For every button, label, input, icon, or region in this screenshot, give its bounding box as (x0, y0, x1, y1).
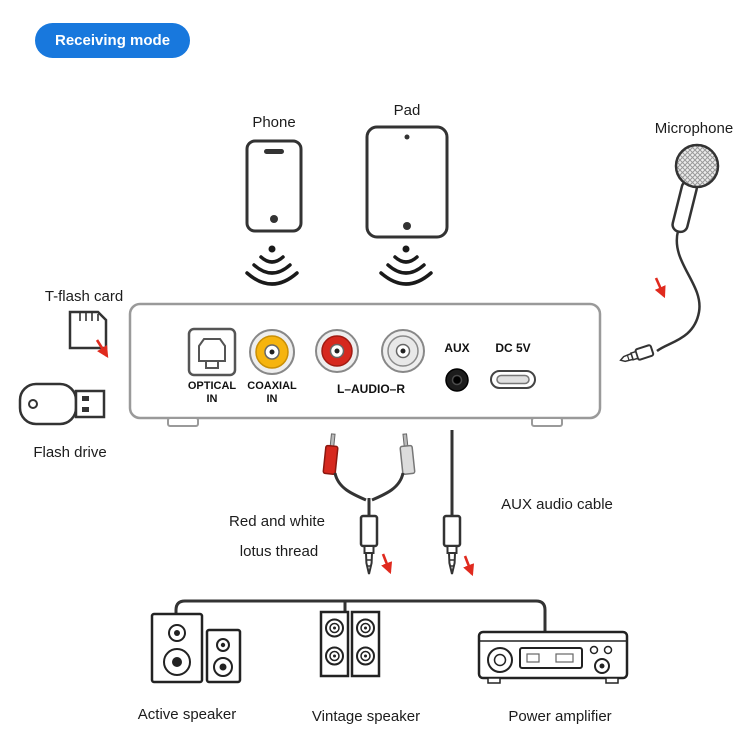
receiving-mode-badge: Receiving mode (35, 23, 191, 58)
power-amplifier-icon (477, 630, 629, 684)
optical-port-label-line2: IN (206, 393, 218, 405)
receiver-foot-left (167, 417, 199, 427)
receiver-box (128, 302, 602, 427)
microphone-plug-arrow-icon (654, 277, 666, 299)
rca-cable-label-line2: lotus thread (239, 543, 319, 560)
tflash-card-icon (68, 310, 108, 350)
microphone-icon (619, 143, 720, 363)
vintage-speaker-icon (319, 610, 381, 678)
phone-wireless-signal-icon (245, 245, 299, 286)
flash-drive-icon (18, 382, 106, 426)
receiver-foot-right (531, 417, 563, 427)
coaxial-port-label-line1: COAXIAL (247, 380, 297, 392)
tflash-card-label: T-flash card (44, 288, 124, 305)
optical-in-port-icon (187, 327, 237, 377)
rca-cable-jack-icon (359, 514, 379, 575)
optical-port-label-line1: OPTICAL (187, 380, 237, 392)
rca-cable-icon (322, 433, 416, 575)
optical-port-label: OPTICAL IN (188, 380, 236, 406)
phone-icon (245, 139, 303, 233)
audio-left-port-icon (315, 329, 359, 373)
audio-port-label: L–AUDIO–R (336, 382, 406, 396)
microphone-cable (656, 230, 701, 353)
pad-label: Pad (393, 102, 421, 119)
aux-port-icon (445, 368, 469, 392)
power-amplifier-label: Power amplifier (508, 708, 612, 725)
dc-port-label: DC 5V (495, 341, 531, 355)
audio-right-port-icon (381, 329, 425, 373)
coaxial-port-label: COAXIAL IN (247, 380, 297, 406)
pad-icon (365, 125, 449, 239)
aux-cable-icon (442, 430, 462, 575)
aux-cable-label: AUX audio cable (501, 496, 613, 513)
dc-power-port-icon (490, 370, 536, 389)
phone-label: Phone (252, 114, 296, 131)
aux-cable-jack-icon (442, 514, 462, 575)
microphone-label: Microphone (654, 120, 734, 137)
aux-port-label: AUX (444, 341, 470, 355)
aux-jack-arrow-icon (463, 555, 475, 577)
rca-plug-red-icon (322, 433, 339, 476)
coaxial-port-label-line2: IN (266, 393, 278, 405)
tflash-insert-arrow-icon (95, 339, 109, 358)
rca-plug-white-icon (399, 433, 416, 476)
flash-drive-label: Flash drive (33, 444, 107, 461)
microphone-plug-icon (619, 344, 655, 363)
rca-jack-arrow-icon (381, 553, 393, 575)
active-speaker-label: Active speaker (137, 706, 237, 723)
pad-wireless-signal-icon (379, 245, 433, 286)
rca-cable-label-line1: Red and white (229, 513, 325, 530)
vintage-speaker-label: Vintage speaker (311, 708, 421, 725)
coaxial-in-port-icon (249, 329, 295, 375)
active-speaker-icon (150, 612, 242, 684)
output-connection-lines (174, 599, 547, 632)
